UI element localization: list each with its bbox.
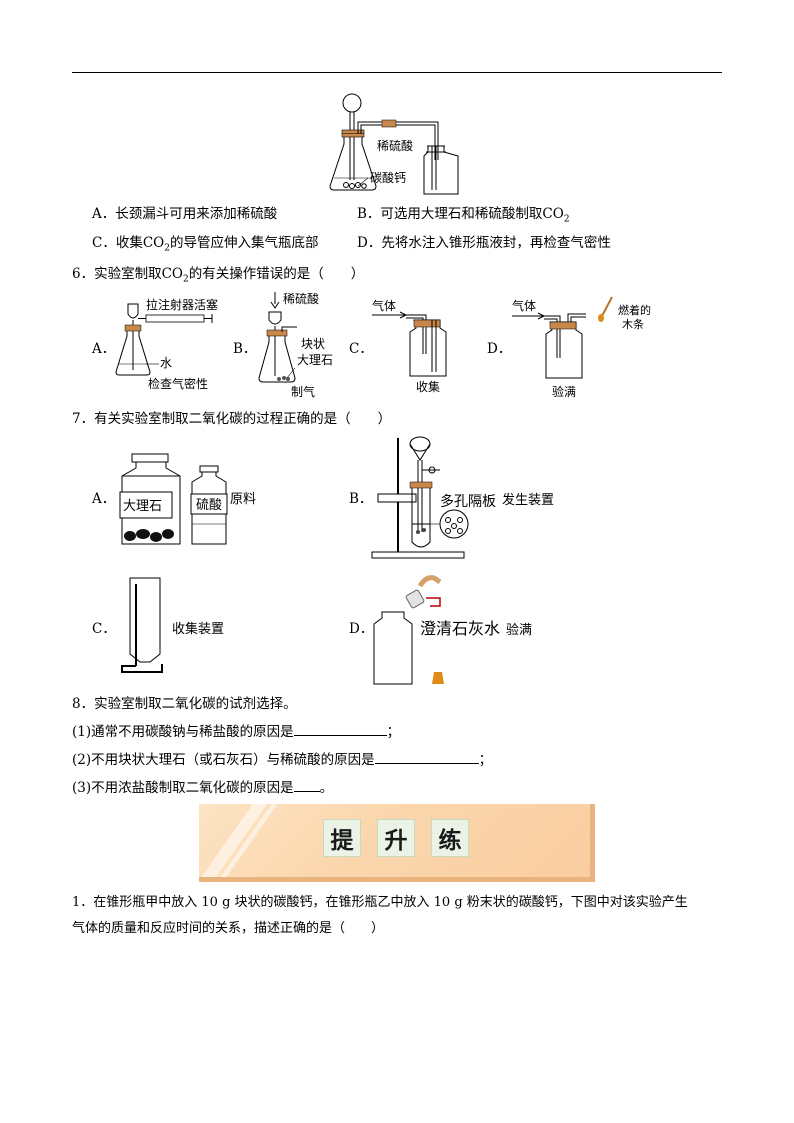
banner-char-3: 练 (431, 819, 469, 857)
banner-char-2: 升 (377, 819, 415, 857)
q7-c-caption: 收集装置 (172, 621, 224, 637)
q6-figure-a: 拉注射器活塞 水 检查气密性 (115, 297, 218, 391)
q5-option-c-sub: 2 (164, 243, 170, 254)
q8-part2: (2)不用块状大理石（或石灰石）与稀硫酸的原因是 ； (72, 751, 492, 769)
q5-label-solid: 碳酸钙 (370, 170, 406, 185)
q7-a-caption: 原料 (230, 492, 256, 507)
q8-part1: (1)通常不用碳酸钠与稀盐酸的原因是 ； (72, 723, 400, 741)
section-banner: 提 升 练 (199, 804, 595, 882)
q7-d-caption: 验满 (506, 622, 532, 638)
q7-stem: 7．有关实验室制取二氧化碳的过程正确的是（ ） (72, 411, 392, 427)
q6-b-acid: 稀硫酸 (283, 292, 319, 306)
q6-figure-d: 气体 燃着的 木条 验满 (512, 296, 651, 399)
q6-stem-text: 6．实验室制取CO (72, 266, 183, 282)
q6-b-letter: B． (233, 341, 257, 357)
banner-char-1: 提 (323, 819, 361, 857)
q5-option-b-text: B．可选用大理石和稀硫酸制取CO (357, 206, 564, 222)
q5-option-c-text: C．收集CO (92, 235, 165, 251)
q6-stem-sub: 2 (183, 274, 189, 285)
q8-part1-blank[interactable] (293, 723, 387, 736)
q6-a-caption: 检查气密性 (148, 376, 208, 391)
q5-option-a: A．长颈漏斗可用来添加稀硫酸 (92, 206, 278, 222)
q7-b-caption: 发生装置 (502, 492, 554, 508)
q6-figure-c: 气体 收集 (372, 298, 447, 394)
q5-option-b: B．可选用大理石和稀硫酸制取CO2 (357, 205, 570, 229)
q6-d-caption: 验满 (552, 384, 576, 399)
q8-part3: (3)不用浓盐酸制取二氧化碳的原因是 。 (72, 779, 333, 797)
q6-figure-b: 稀硫酸 块状 大理石 制气 (258, 292, 333, 399)
q7-c-letter: C． (92, 621, 116, 637)
q6-a-syringe: 拉注射器活塞 (146, 297, 218, 312)
q6-d-stick2: 木条 (622, 317, 644, 331)
q6-b-caption: 制气 (291, 384, 315, 399)
q6-stem-tail: 的有关操作错误的是（ ） (188, 266, 365, 282)
q6-d-gas: 气体 (512, 298, 536, 313)
q7-figure-a: 大理石 硫酸 原料 (119, 453, 256, 545)
q5-option-c: C．收集CO2的导管应伸入集气瓶底部 (92, 234, 318, 258)
q6-a-letter: A． (92, 341, 116, 357)
q6-c-gas: 气体 (372, 298, 396, 313)
q6-c-caption: 收集 (416, 379, 440, 394)
q6-d-stick1: 燃着的 (618, 303, 651, 317)
q8-part2-blank[interactable] (374, 751, 479, 764)
q8-stem: 8．实验室制取二氧化碳的试剂选择。 (72, 696, 297, 712)
q7-figure-d: 澄清石灰水 验满 (373, 575, 532, 685)
q5-option-b-sub: 2 (563, 214, 570, 225)
q6-b-solid1: 块状 (301, 337, 325, 351)
q7-d-letter: D． (349, 621, 374, 637)
q6-c-letter: C． (349, 341, 373, 357)
q7-a-bottle2: 硫酸 (196, 498, 222, 513)
header-rule (72, 72, 722, 73)
q8-part1-end: ； (386, 724, 401, 740)
q7-a-letter: A． (92, 491, 116, 507)
q6-stem: 6．实验室制取CO2的有关操作错误的是（ ） (72, 265, 364, 289)
q5-apparatus-figure: 稀硫酸 碳酸钙 (329, 93, 459, 195)
q7-b-letter: B． (349, 491, 373, 507)
q5-option-c-tail: 的导管应伸入集气瓶底部 (169, 235, 319, 251)
q6-d-letter: D． (487, 341, 512, 357)
p1-stem-line1: 1．在锥形瓶甲中放入 10 g 块状的碳酸钙，在锥形瓶乙中放入 10 g 粉末状… (72, 895, 688, 910)
q6-a-water: 水 (160, 356, 172, 370)
q5-option-d: D．先将水注入锥形瓶液封，再检查气密性 (357, 235, 611, 251)
q7-figure-c: 收集装置 (121, 577, 224, 673)
q6-b-solid2: 大理石 (297, 353, 333, 367)
q8-part2-text: (2)不用块状大理石（或石灰石）与稀硫酸的原因是 (72, 752, 375, 768)
q8-part3-blank[interactable] (293, 779, 320, 792)
q8-part3-end: 。 (319, 780, 334, 796)
q8-part1-text: (1)通常不用碳酸钠与稀盐酸的原因是 (72, 724, 294, 740)
q7-b-plate: 多孔隔板 (440, 493, 496, 510)
q8-part2-end: ； (478, 752, 493, 768)
q5-label-acid: 稀硫酸 (377, 138, 413, 153)
q8-part3-text: (3)不用浓盐酸制取二氧化碳的原因是 (72, 780, 294, 796)
q7-d-liquid: 澄清石灰水 (420, 619, 500, 638)
q7-figure-b: 多孔隔板 发生装置 (371, 436, 554, 559)
p1-stem-line2: 气体的质量和反应时间的关系，描述正确的是（ ） (72, 921, 385, 936)
q7-a-bottle1: 大理石 (123, 499, 162, 514)
